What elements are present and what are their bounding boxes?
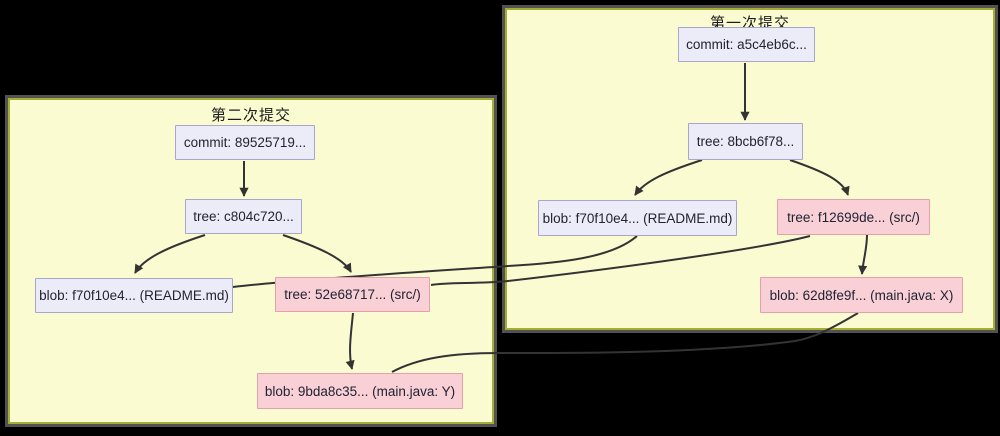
node-first-blob-readme: blob: f70f10e4... (README.md) <box>538 200 737 236</box>
edge-srctree2-to-mainblob2 <box>345 312 355 370</box>
edge-srctree-link <box>430 235 811 286</box>
node-first-tree-root: tree: 8bcb6f78... <box>688 123 803 160</box>
edge-tree2-to-readme2 <box>134 234 206 274</box>
node-first-tree-src: tree: f12699de... (src/) <box>777 199 930 235</box>
edge-tree1-to-srctree1 <box>789 159 850 196</box>
subgraph-first-commit: 第一次提交 <box>505 8 995 330</box>
node-second-tree-root: tree: c804c720... <box>185 199 302 234</box>
node-second-blob-readme: blob: f70f10e4... (README.md) <box>35 278 233 313</box>
subgraph-second-commit-title: 第二次提交 <box>210 107 291 124</box>
edge-mainjava-link <box>391 312 859 373</box>
edge-srctree1-to-mainblob1 <box>858 234 868 275</box>
node-second-tree-src: tree: 52e68717... (src/) <box>275 277 430 312</box>
node-first-blob-main: blob: 62d8fe9f... (main.java: X) <box>760 277 963 313</box>
edge-tree2-to-srctree2 <box>282 234 352 273</box>
node-second-blob-main: blob: 9bda8c35... (main.java: Y) <box>257 373 463 409</box>
edge-tree1-to-readme1 <box>634 159 703 196</box>
node-first-commit: commit: a5c4eb6c... <box>678 27 815 62</box>
node-second-commit: commit: 89525719... <box>175 125 315 160</box>
